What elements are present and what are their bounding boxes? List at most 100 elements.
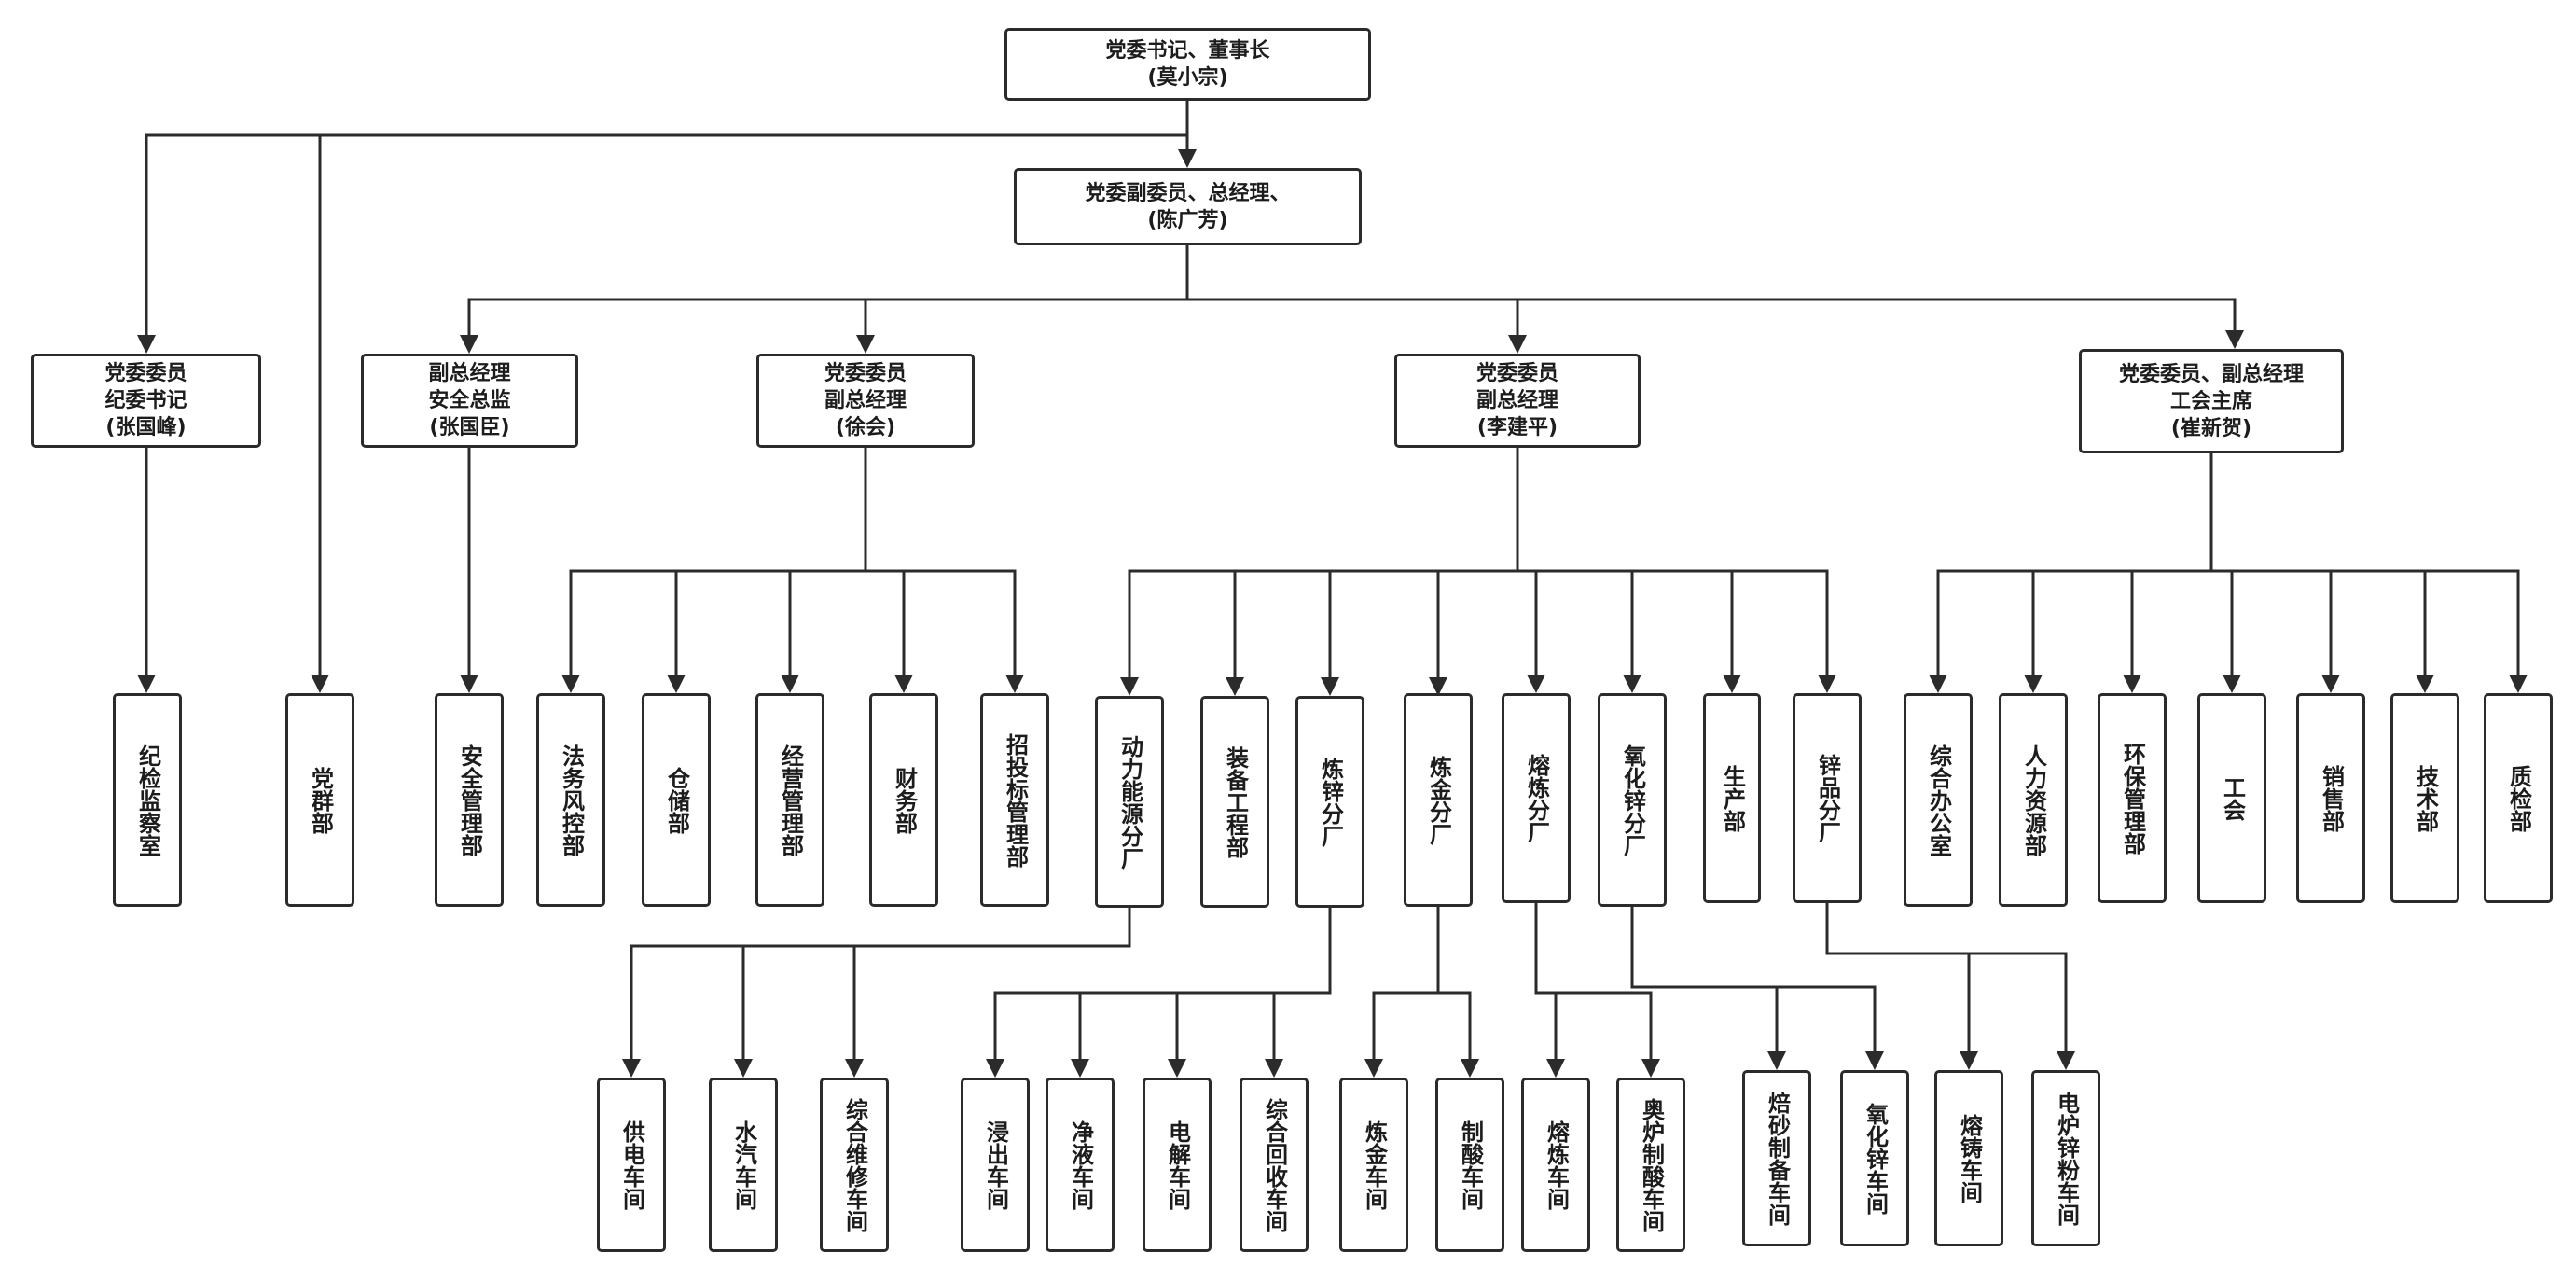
dept-anquan-guanli[interactable]: 安全管理部 bbox=[435, 693, 504, 907]
node-line: 党委书记、董事长 bbox=[1105, 39, 1270, 63]
dept-xiaoshou[interactable]: 销售部 bbox=[2296, 693, 2365, 903]
arrowhead bbox=[1005, 675, 1024, 693]
dept-caiwu[interactable]: 财务部 bbox=[869, 693, 938, 907]
ws-lianjin[interactable]: 炼金车间 bbox=[1339, 1078, 1408, 1252]
dept-huanbao-guanli[interactable]: 环保管理部 bbox=[2098, 693, 2167, 903]
arrowhead bbox=[2024, 675, 2043, 693]
dept-zhijian[interactable]: 质检部 bbox=[2484, 693, 2553, 903]
arrowhead bbox=[1641, 1059, 1660, 1078]
arrowhead bbox=[1226, 677, 1244, 696]
ws-gongdian[interactable]: 供电车间 bbox=[597, 1078, 666, 1252]
node-cui-xinhe[interactable]: 党委委员、副总经理工会主席(崔新贺) bbox=[2079, 349, 2344, 453]
dept-gonghui[interactable]: 工会 bbox=[2197, 693, 2266, 903]
arrowhead bbox=[2416, 675, 2434, 693]
dept-jingying-guanli[interactable]: 经营管理部 bbox=[755, 693, 824, 907]
node-line: (张国峰) bbox=[105, 416, 187, 439]
arrowhead bbox=[460, 675, 478, 693]
ws-dianjie[interactable]: 电解车间 bbox=[1143, 1078, 1212, 1252]
arrowhead bbox=[1120, 677, 1139, 696]
dept-zonghe-bangongshi[interactable]: 综合办公室 bbox=[1904, 693, 1973, 907]
arrowhead bbox=[137, 675, 156, 693]
arrowhead bbox=[894, 675, 913, 693]
dept-lianjin[interactable]: 炼金分厂 bbox=[1404, 693, 1473, 907]
dept-dongli-nengyuan[interactable]: 动力能源分厂 bbox=[1095, 696, 1164, 908]
node-line: (陈广芳) bbox=[1147, 208, 1228, 232]
arrowhead bbox=[2123, 675, 2141, 693]
arrowhead bbox=[856, 335, 875, 354]
node-line: 党委委员 bbox=[1475, 362, 1558, 385]
dept-dangqun[interactable]: 党群部 bbox=[285, 693, 354, 907]
node-line: 副总经理 bbox=[824, 389, 907, 412]
arrowhead bbox=[2509, 675, 2528, 693]
dept-ronglian[interactable]: 熔炼分厂 bbox=[1502, 693, 1571, 903]
arrowhead bbox=[2223, 675, 2241, 693]
node-line: 党委副委员、总经理、 bbox=[1085, 181, 1291, 205]
node-general-manager[interactable]: 党委副委员、总经理、 (陈广芳) bbox=[1014, 168, 1362, 245]
node-line: 安全总监 bbox=[428, 389, 511, 412]
node-xu-hui[interactable]: 党委委员副总经理 (徐会) bbox=[756, 354, 975, 448]
dept-zhuangbei-gongcheng[interactable]: 装备工程部 bbox=[1200, 696, 1269, 908]
dept-xinpin[interactable]: 锌品分厂 bbox=[1793, 693, 1862, 903]
dept-jishu[interactable]: 技术部 bbox=[2390, 693, 2459, 903]
arrowhead bbox=[1818, 675, 1836, 693]
arrowhead bbox=[1429, 677, 1447, 696]
node-line: (张国臣) bbox=[429, 416, 510, 439]
arrowhead bbox=[1508, 335, 1527, 354]
dept-yanghuaxin[interactable]: 氧化锌分厂 bbox=[1598, 693, 1667, 907]
arrowhead bbox=[1461, 1059, 1479, 1078]
ws-shuiqi[interactable]: 水汽车间 bbox=[709, 1078, 778, 1252]
node-zhang-guofeng[interactable]: 党委委员纪委书记(张国峰) bbox=[31, 354, 261, 448]
dept-zhaotoubiao[interactable]: 招投标管理部 bbox=[980, 693, 1049, 907]
ws-dianlu-xinfen[interactable]: 电炉锌粉车间 bbox=[2031, 1070, 2100, 1246]
arrowhead bbox=[667, 675, 686, 693]
node-li-jianping[interactable]: 党委委员副总经理 (李建平) bbox=[1394, 354, 1641, 448]
arrowhead bbox=[1623, 675, 1641, 693]
arrowhead bbox=[311, 675, 329, 693]
ws-rongzhu[interactable]: 熔铸车间 bbox=[1934, 1070, 2003, 1246]
arrowhead bbox=[1265, 1059, 1283, 1078]
ws-ronglian[interactable]: 熔炼车间 bbox=[1521, 1078, 1590, 1252]
node-line: (莫小宗) bbox=[1147, 66, 1228, 90]
arrowhead bbox=[137, 335, 156, 354]
arrowhead bbox=[1546, 1059, 1565, 1078]
arrowhead bbox=[622, 1059, 641, 1078]
dept-cangchu[interactable]: 仓储部 bbox=[642, 693, 711, 907]
dept-fawu-fengkong[interactable]: 法务风控部 bbox=[536, 693, 605, 907]
dept-jijian-jiancha[interactable]: 纪检监察室 bbox=[113, 693, 182, 907]
arrowhead bbox=[460, 335, 478, 354]
arrowhead bbox=[2321, 675, 2340, 693]
ws-jinchu[interactable]: 浸出车间 bbox=[961, 1078, 1030, 1252]
arrowhead bbox=[2057, 1051, 2075, 1070]
node-line: (徐会) bbox=[835, 416, 896, 439]
dept-renli-ziyuan[interactable]: 人力资源部 bbox=[1999, 693, 2068, 907]
node-line: (李建平) bbox=[1476, 416, 1558, 439]
dept-lianxin[interactable]: 炼锌分厂 bbox=[1295, 696, 1364, 908]
arrowhead bbox=[845, 1059, 864, 1078]
arrowhead bbox=[561, 675, 580, 693]
ws-zonghe-weixiu[interactable]: 综合维修车间 bbox=[820, 1078, 889, 1252]
node-line: 党委委员 bbox=[824, 362, 907, 385]
arrowhead bbox=[781, 675, 799, 693]
arrowhead bbox=[1168, 1059, 1186, 1078]
node-line: 副总经理 bbox=[1475, 389, 1558, 412]
arrowhead bbox=[1364, 1059, 1383, 1078]
ws-zonghe-huishou[interactable]: 综合回收车间 bbox=[1240, 1078, 1309, 1252]
ws-yanghuaxin[interactable]: 氧化锌车间 bbox=[1840, 1070, 1909, 1246]
ws-jingye[interactable]: 净液车间 bbox=[1046, 1078, 1115, 1252]
dept-shengchan[interactable]: 生产部 bbox=[1703, 693, 1761, 903]
arrowhead bbox=[1960, 1051, 1978, 1070]
arrowhead bbox=[734, 1059, 753, 1078]
node-zhang-guochen[interactable]: 副总经理安全总监(张国臣) bbox=[361, 354, 578, 448]
ws-zhisuan[interactable]: 制酸车间 bbox=[1435, 1078, 1504, 1252]
node-line: 工会主席 bbox=[2169, 389, 2252, 413]
arrowhead bbox=[1865, 1051, 1884, 1070]
node-chairman[interactable]: 党委书记、董事长 (莫小宗) bbox=[1004, 28, 1371, 101]
node-line: 纪委书记 bbox=[104, 389, 187, 412]
arrowhead bbox=[1929, 675, 1947, 693]
ws-aolu-zhisuan[interactable]: 奥炉制酸车间 bbox=[1616, 1078, 1685, 1252]
arrowhead bbox=[1723, 675, 1741, 693]
ws-beisha-zhibei[interactable]: 焙砂制备车间 bbox=[1742, 1070, 1811, 1246]
node-line: (崔新贺) bbox=[2170, 416, 2252, 440]
